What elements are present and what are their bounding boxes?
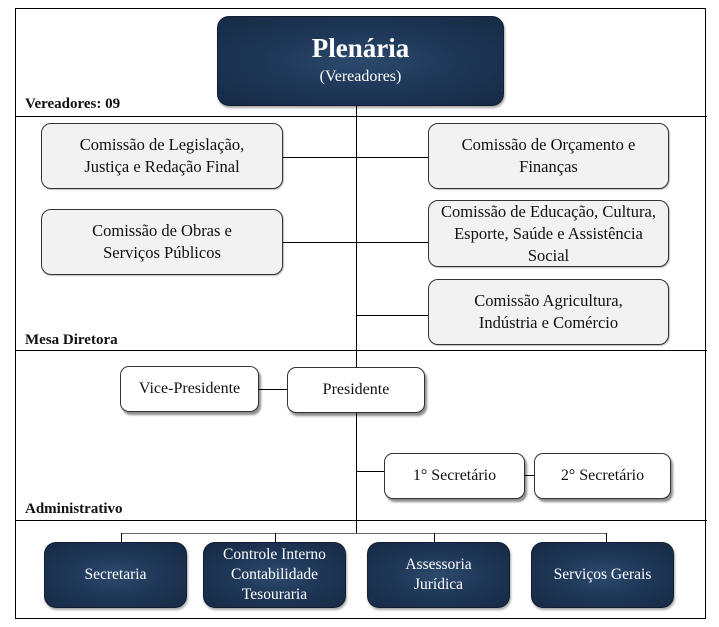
node-comissao-obras[interactable]: Comissão de Obras e Serviços Públicos <box>41 209 283 275</box>
connector-sec1-sec2 <box>525 475 534 476</box>
servicos-gerais-label: Serviços Gerais <box>553 566 652 583</box>
connector-controle <box>275 533 276 542</box>
comissao-orcamento-label: Comissão de Orçamento e Finanças <box>461 135 636 176</box>
divider-vereadores <box>15 116 707 117</box>
connector-legislacao-orcamento <box>282 157 428 158</box>
section-label-mesa-diretora: Mesa Diretora <box>25 332 118 348</box>
vice-presidente-label: Vice-Presidente <box>138 380 241 397</box>
comissao-obras-label: Comissão de Obras e Serviços Públicos <box>92 221 232 262</box>
section-label-administrativo: Administrativo <box>25 501 123 517</box>
node-vice-presidente[interactable]: Vice-Presidente <box>120 366 259 412</box>
plenaria-title: Plenária <box>311 33 410 63</box>
node-primeiro-secretario[interactable]: 1° Secretário <box>384 453 525 499</box>
connector-vice-presidente <box>259 389 287 390</box>
plenaria-subtitle: (Vereadores) <box>319 68 402 85</box>
comissao-legislacao-label: Comissão de Legislação, Justiça e Redaçã… <box>79 135 245 176</box>
node-secretaria[interactable]: Secretaria <box>44 542 187 608</box>
connector-servicos <box>606 533 607 542</box>
connector-admin-bar <box>121 533 607 534</box>
node-comissao-orcamento[interactable]: Comissão de Orçamento e Finanças <box>428 123 669 189</box>
secretaria-label: Secretaria <box>84 566 147 583</box>
chart-frame <box>15 8 706 619</box>
node-comissao-agricultura[interactable]: Comissão Agricultura, Indústria e Comérc… <box>428 279 669 345</box>
node-presidente[interactable]: Presidente <box>287 367 425 413</box>
section-label-vereadores: Vereadores: 09 <box>25 96 121 112</box>
controle-interno-label: Controle Interno Contabilidade Tesourari… <box>223 546 326 603</box>
node-comissao-educacao[interactable]: Comissão de Educação, Cultura, Esporte, … <box>428 200 669 267</box>
connector-sec1 <box>356 471 384 472</box>
node-comissao-legislacao[interactable]: Comissão de Legislação, Justiça e Redaçã… <box>41 123 283 189</box>
comissao-educacao-label: Comissão de Educação, Cultura, Esporte, … <box>441 201 656 265</box>
connector-obras-educacao <box>282 242 428 243</box>
assessoria-juridica-label: Assessoria Jurídica <box>405 556 472 593</box>
node-assessoria-juridica[interactable]: Assessoria Jurídica <box>367 542 510 608</box>
node-segundo-secretario[interactable]: 2° Secretário <box>534 453 671 499</box>
node-plenaria[interactable]: Plenária (Vereadores) <box>217 16 504 106</box>
node-servicos-gerais[interactable]: Serviços Gerais <box>531 542 674 608</box>
segundo-secretario-label: 2° Secretário <box>560 467 645 484</box>
connector-secretaria <box>121 533 122 542</box>
primeiro-secretario-label: 1° Secretário <box>412 467 497 484</box>
comissao-agricultura-label: Comissão Agricultura, Indústria e Comérc… <box>474 291 623 332</box>
node-controle-interno[interactable]: Controle Interno Contabilidade Tesourari… <box>203 542 346 608</box>
trunk-line-lower <box>356 412 357 534</box>
trunk-line-upper <box>356 104 357 367</box>
presidente-label: Presidente <box>322 381 390 398</box>
divider-administrativo <box>15 520 707 521</box>
connector-assessoria <box>434 533 435 542</box>
connector-agricultura <box>356 315 428 316</box>
divider-mesa <box>15 350 707 351</box>
